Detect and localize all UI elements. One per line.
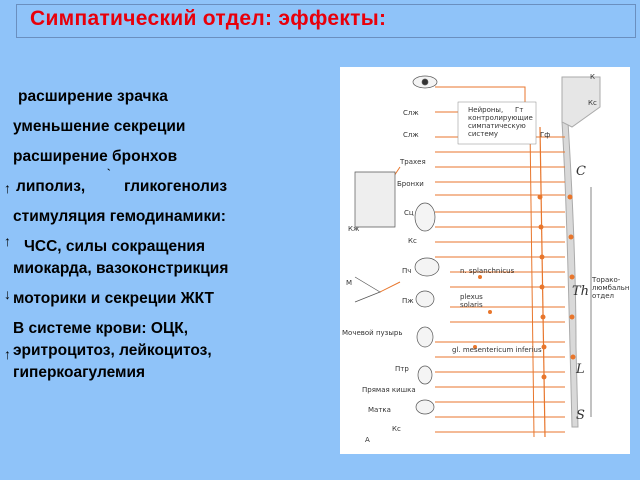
label-kidney: Птр	[395, 365, 409, 373]
label-ks-top: Кс	[588, 99, 597, 107]
ganglion-dot	[488, 310, 492, 314]
heart-icon	[414, 202, 436, 232]
ganglion-dot	[569, 274, 575, 280]
sympathetic-diagram: К Кс Нейроны, контролирующие симпатическ…	[340, 67, 630, 454]
label-thoraco-1: Торако-	[591, 276, 621, 284]
pupil-icon	[421, 78, 429, 86]
ganglion-dot	[538, 224, 544, 230]
label-trachea: Трахея	[399, 158, 426, 166]
label-ks-bottom: Кс	[392, 425, 401, 433]
liver-icon	[414, 257, 440, 277]
sympathetic-diagram-svg: К Кс Нейроны, контролирующие симпатическ…	[342, 73, 630, 444]
label-neurons-4: систему	[468, 130, 498, 138]
ganglion-dot	[541, 344, 547, 350]
label-neurons-3: симпатическую	[468, 122, 526, 130]
effect-bronchi-dilation: расширение бронхов	[13, 148, 178, 165]
label-plexus: plexus	[460, 293, 483, 301]
label-kzh: Кж	[348, 225, 360, 233]
effect-secretion-decrease: уменьшение секреции	[13, 118, 186, 135]
up-arrow-icon: ↑	[4, 233, 11, 249]
pancreas-icon	[415, 290, 435, 308]
label-slzh-1: Слж	[403, 109, 419, 117]
bladder-icon	[416, 326, 434, 348]
organs	[354, 75, 440, 415]
ganglion-dot	[537, 194, 543, 200]
kidney-icon	[417, 365, 433, 385]
effect-vasoconstriction: миокарда, вазоконстрикция	[13, 260, 229, 277]
up-arrow-icon: ↑	[4, 346, 11, 362]
label-m: М	[346, 279, 352, 287]
ganglion-dot	[478, 275, 482, 279]
label-segment-s: S	[576, 408, 585, 423]
effect-erythrocytosis: эритроцитоз, лейкоцитоз,	[13, 342, 212, 359]
label-bronchi: Бронхи	[397, 180, 424, 188]
effect-hemodynamics: стимуляция гемодинамики:	[13, 208, 226, 225]
label-gf: Гф	[540, 131, 550, 139]
label-heart: Сц	[404, 209, 414, 217]
uterus-icon	[415, 399, 435, 415]
effect-blood-volume: В системе крови: ОЦК,	[13, 320, 189, 337]
label-thoraco-3: отдел	[592, 292, 614, 300]
label-neurons: Нейроны,	[468, 106, 503, 114]
ganglia	[473, 194, 576, 380]
label-solaris: solaris	[460, 301, 483, 309]
nerve-line	[379, 281, 401, 293]
page-title: Симпатический отдел: эффекты:	[30, 7, 387, 30]
label-segment-th: Th	[572, 284, 589, 299]
label-neurons-2: контролирующие	[468, 114, 533, 122]
title-frame	[16, 4, 636, 38]
label-a-mark: А	[365, 436, 370, 444]
brain-region	[561, 76, 601, 128]
effect-hypercoagulation: гиперкоагулемия	[13, 364, 146, 381]
ganglion-dot	[570, 354, 576, 360]
label-liver: Пч	[402, 267, 411, 275]
label-uterus: Матка	[368, 406, 391, 414]
skin-vessels	[354, 171, 396, 228]
label-rectum: Прямая кишка	[362, 386, 416, 394]
sympathetic-chain	[539, 126, 546, 438]
up-arrow-icon: `	[107, 168, 111, 180]
ganglion-dot	[568, 234, 574, 240]
effect-lipolysis: липолиз,	[16, 178, 86, 195]
sympathetic-chain-inner	[529, 126, 535, 438]
up-arrow-icon: ↑	[4, 180, 11, 196]
label-gt: Гт	[515, 106, 523, 114]
label-bladder: Мочевой пузырь	[342, 329, 402, 337]
ganglion-dot	[539, 254, 545, 260]
label-mesenteric: gl. mesentericum inferius	[452, 346, 542, 354]
effect-glycogenolysis: гликогенолиз	[124, 178, 228, 195]
label-pancreas: Пж	[402, 297, 414, 305]
effect-gi-motility: моторики и секреции ЖКТ	[13, 290, 214, 307]
ganglion-dot	[539, 284, 545, 290]
neurons-box	[457, 101, 537, 145]
label-thoraco-2: люмбальный	[592, 284, 630, 292]
label-ks-mid: Кс	[408, 237, 417, 245]
label-segment-l: L	[575, 362, 585, 377]
ganglion-dot	[567, 194, 573, 200]
label-splanchnicus: n. splanchnicus	[460, 267, 515, 275]
ganglion-dot	[540, 314, 546, 320]
ganglion-dot	[569, 314, 575, 320]
effect-heart-rate: ЧСС, силы сокращения	[24, 238, 205, 255]
label-segment-c: C	[576, 164, 586, 179]
muscle-icon	[354, 276, 381, 303]
label-slzh-2: Слж	[403, 131, 419, 139]
effect-pupil-dilation: расширение зрачка	[18, 88, 168, 105]
ganglion-dot	[541, 374, 547, 380]
down-arrow-icon: ↓	[4, 286, 11, 302]
label-k: К	[590, 73, 595, 81]
ganglion-dot	[473, 345, 477, 349]
